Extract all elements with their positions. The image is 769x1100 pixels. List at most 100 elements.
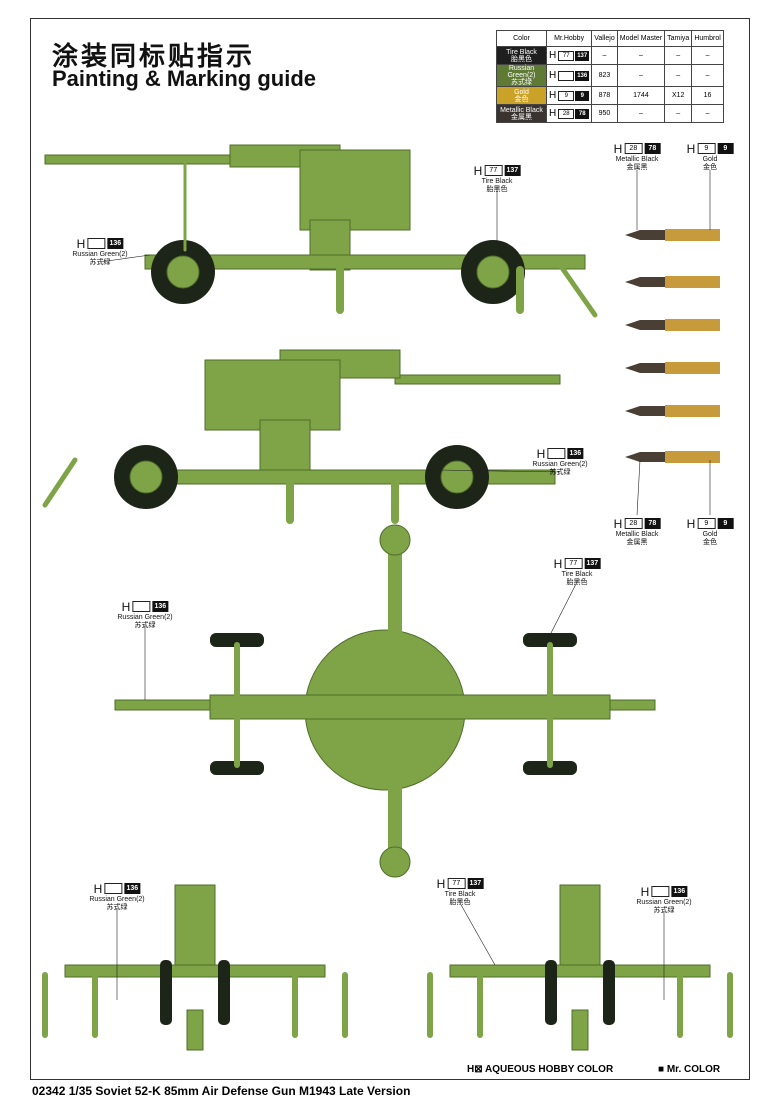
h-marker: H (613, 516, 623, 531)
callout-name: Tire Black (444, 891, 476, 898)
mr-color-code: 136 (152, 601, 169, 612)
mr-color-code: 78 (644, 143, 661, 154)
color-name: Metallic Black (500, 106, 543, 114)
projectile (625, 406, 665, 416)
title-english: Painting & Marking guide (52, 66, 317, 91)
color-name-cn: 胎黑色 (511, 55, 532, 63)
humbrol-code: – (691, 64, 724, 87)
aqueous-code (104, 883, 123, 894)
color-name-cn: 金色 (514, 95, 529, 103)
gun-mount (559, 884, 601, 971)
tire (210, 633, 264, 647)
mr-color-code: 137 (467, 878, 484, 889)
shell-casing (665, 276, 720, 288)
h-marker: H (640, 884, 650, 899)
color-swatch: Russian Green(2)苏式绿 (496, 64, 547, 87)
h-marker: H (473, 163, 483, 178)
callout-name: Russian Green(2) (636, 899, 692, 906)
shell-casing (665, 451, 720, 463)
leader-line (549, 581, 578, 636)
outrigger (557, 262, 598, 318)
shell-casing (665, 319, 720, 331)
callout-name: Metallic Black (615, 531, 659, 538)
aqueous-code: 9 (697, 143, 716, 154)
mr-color-code: 136 (575, 70, 590, 81)
mr-color-code: 9 (575, 90, 590, 101)
callout-name-cn: 苏式绿 (653, 907, 675, 914)
projectile (625, 277, 665, 287)
callout-name: Gold (702, 531, 718, 538)
legend-mr-color: ■ Mr. COLOR (658, 1064, 721, 1075)
h-marker: H (613, 141, 623, 156)
gun-mount (299, 149, 411, 231)
aqueous-code (558, 70, 575, 81)
aqueous-code (547, 448, 566, 459)
callout-name: Russian Green(2) (532, 461, 588, 468)
h-marker: H (76, 236, 86, 251)
h-marker: H (553, 556, 563, 571)
wheel-hub (166, 255, 200, 289)
outrigger (42, 457, 78, 508)
callout-name-cn: 胎黑色 (449, 899, 471, 906)
callout-name: Russian Green(2) (89, 896, 145, 903)
wheel-hub (476, 255, 510, 289)
mr-color-code: 78 (575, 108, 590, 119)
aqueous-code: 9 (697, 518, 716, 529)
mr-color-code: 137 (504, 165, 521, 176)
carriage-frame (449, 964, 711, 978)
h-marker: H (93, 881, 103, 896)
color-name: Russian Green(2) (507, 65, 536, 79)
aqueous-code (132, 601, 151, 612)
aqueous-code: 9 (558, 90, 575, 101)
callout-name-cn: 金属黑 (626, 539, 648, 546)
gun-mount (204, 359, 341, 431)
callout-name-cn: 金属黑 (626, 164, 648, 171)
callout-name-cn: 苏式绿 (549, 469, 571, 476)
wheel-hub (129, 460, 163, 494)
tire (545, 960, 557, 1025)
color-name: Tire Black (506, 48, 537, 56)
color-name-cn: 金属黑 (511, 113, 532, 121)
barrel (394, 374, 561, 385)
callout-name: Tire Black (561, 571, 593, 578)
callout-name-cn: 胎黑色 (486, 186, 508, 193)
wheel-hub (440, 460, 474, 494)
mr-color-code: 9 (717, 143, 734, 154)
tire (523, 633, 577, 647)
humbrol-code: – (691, 104, 724, 123)
carriage-frame (64, 964, 326, 978)
leader-line (99, 254, 151, 263)
pedestal (571, 1009, 589, 1051)
projectile (625, 320, 665, 330)
shell-casing (665, 229, 720, 241)
aqueous-code (651, 886, 670, 897)
mr-color-code: 9 (717, 518, 734, 529)
tire (160, 960, 172, 1025)
callout-name-cn: 苏式绿 (89, 259, 111, 266)
shell-casing (665, 405, 720, 417)
jack-pad (379, 524, 411, 556)
aqueous-code: 28 (624, 518, 643, 529)
h-marker: H (686, 516, 696, 531)
aqueous-code: 77 (564, 558, 583, 569)
projectile (625, 230, 665, 240)
aqueous-code: 77 (558, 50, 575, 61)
h-marker: H (686, 141, 696, 156)
title-chinese: 涂装同标贴指示 (52, 41, 256, 71)
tire (218, 960, 230, 1025)
mr-color-code: 136 (124, 883, 141, 894)
